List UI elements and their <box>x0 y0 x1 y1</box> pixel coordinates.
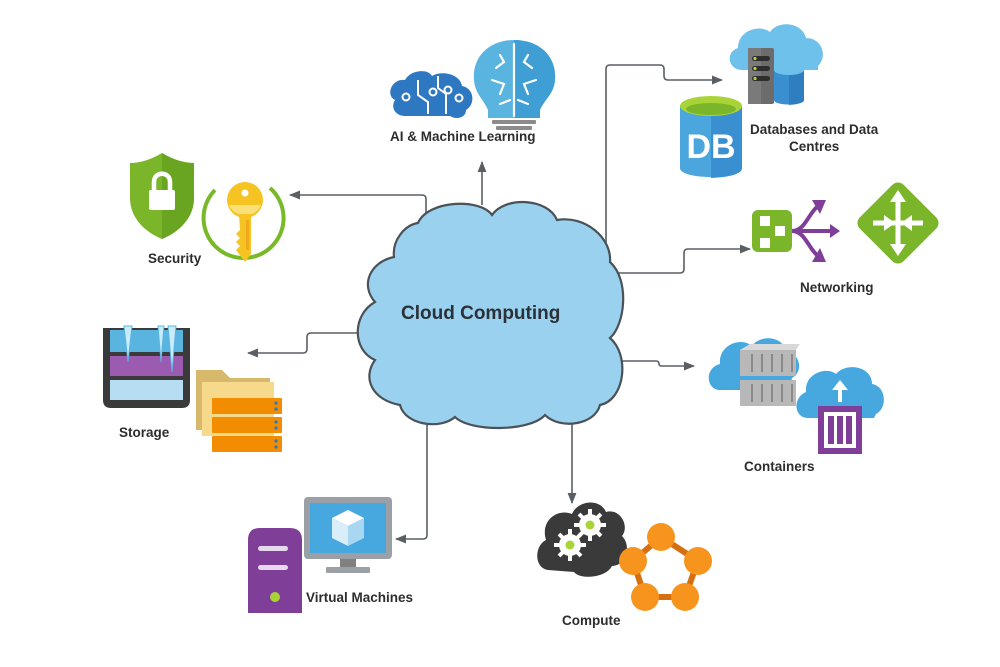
label-ai-machine-learning: AI & Machine Learning <box>390 129 536 144</box>
connector-containers <box>620 360 696 371</box>
network-switch-icon <box>752 200 840 262</box>
db-text: DB <box>686 128 735 166</box>
central-cloud-shape <box>356 201 625 430</box>
cloud-server-database-icon <box>729 24 823 105</box>
pentagon-nodes-icon <box>619 523 712 611</box>
label-containers: Containers <box>744 459 815 474</box>
router-diamond-icon <box>857 182 939 264</box>
label-databases: Databases and Data Centres <box>750 121 878 155</box>
label-security: Security <box>148 251 202 266</box>
label-compute: Compute <box>562 613 621 628</box>
connector-virtual-machines <box>394 408 428 544</box>
label-networking: Networking <box>800 280 874 295</box>
cloud-container-upload-icon <box>796 367 884 454</box>
cloud-container-stack-icon <box>708 338 800 406</box>
shield-lock-icon <box>130 153 194 239</box>
lightbulb-brain-icon <box>473 40 556 130</box>
center-label: Cloud Computing <box>401 303 561 324</box>
server-tower-icon <box>248 528 302 613</box>
label-databases-line1: Databases and Data <box>750 122 879 137</box>
cloud-gears-icon <box>537 502 627 577</box>
storage-frozen-icon <box>103 325 190 408</box>
folder-servers-icon <box>196 370 282 452</box>
connector-networking <box>612 244 752 274</box>
label-storage: Storage <box>119 425 170 440</box>
db-cylinder-icon: DB <box>680 96 742 178</box>
label-virtual-machines: Virtual Machines <box>306 590 414 605</box>
connector-storage <box>246 332 366 358</box>
brain-circuit-icon <box>390 71 473 118</box>
label-databases-line2: Centres <box>789 139 840 154</box>
key-icon <box>201 182 286 262</box>
connector-security <box>288 190 427 230</box>
monitor-cube-icon <box>304 497 392 573</box>
connector-databases <box>605 64 724 250</box>
